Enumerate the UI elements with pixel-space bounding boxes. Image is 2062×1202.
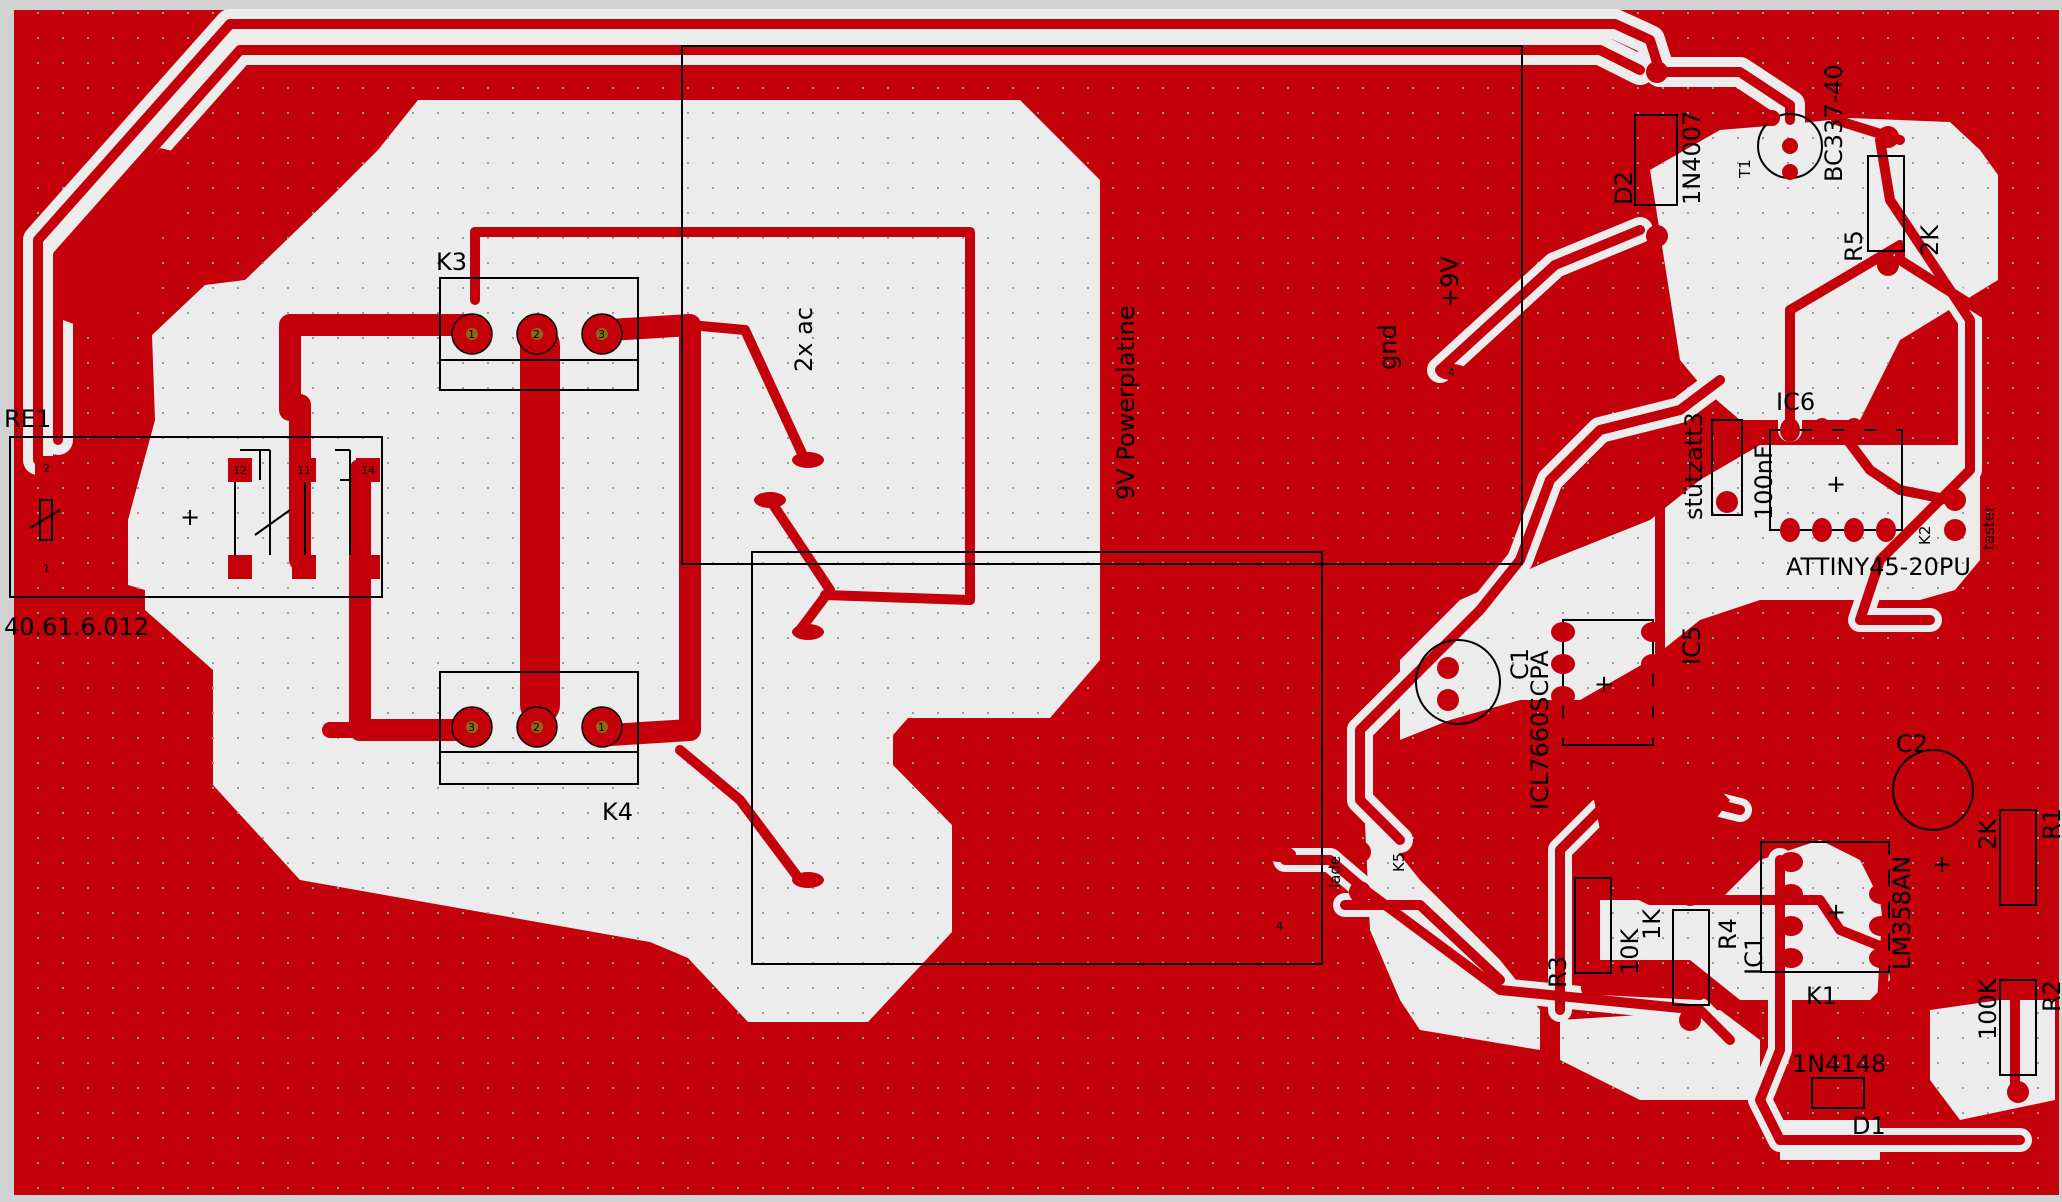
d1-part-label: 1N4148 (1792, 1050, 1886, 1078)
copper-islands (63, 148, 1730, 850)
k4-terminals (451, 706, 623, 748)
d2-part-label: 1N4007 (1678, 111, 1706, 205)
c2-outline (1892, 749, 1974, 831)
c100nf-outline (1711, 419, 1743, 516)
r1-outline (1999, 809, 2037, 906)
k4-label: K4 (602, 798, 633, 826)
ic1-plus-sign: + (1826, 898, 1846, 926)
r3-value-label: 10K (1616, 927, 1644, 975)
pin-k4-3: 3 (468, 721, 475, 734)
pin-k4-1: 1 (598, 721, 605, 734)
ic5-plus-sign: + (1594, 670, 1614, 698)
pin-k3-3: 3 (598, 328, 605, 341)
k3-label: K3 (436, 248, 467, 276)
stuetzatt3-label: stützatt3 (1680, 412, 1708, 520)
pin-ac-4: 4 (1276, 920, 1283, 933)
c1-outline (1415, 639, 1501, 725)
pin-k4-2: 2 (533, 721, 540, 734)
pin-re1-14: 14 (361, 464, 375, 477)
powerplatine-label: 9V Powerplatine (1112, 305, 1140, 500)
labels: RE1 40.61.6.012 + K3 K4 2x ac 9V Powerpl… (4, 64, 2062, 1140)
r2-outline (1999, 979, 2037, 1076)
pin-re1-11: 11 (297, 464, 311, 477)
ic6-label: IC6 (1776, 388, 1815, 416)
pin-power-4: 4 (1448, 366, 1455, 379)
terminal-k3-outline (439, 277, 639, 391)
terminal-k4-outline (439, 671, 639, 785)
ic-pads (1349, 61, 2029, 1103)
powerplatine-outline (681, 45, 1523, 565)
relay-pads (35, 456, 380, 580)
relay-re1-outline (9, 436, 383, 598)
r4-outline (1672, 909, 1710, 1006)
ac-label: 2x ac (790, 307, 818, 372)
r2-label: R2 (2038, 980, 2062, 1012)
r2-value-label: 100K (1974, 977, 2002, 1040)
pin-re1-12: 12 (233, 464, 247, 477)
r1-value-label: 2K (1974, 818, 2002, 850)
c2-plus-sign: + (1932, 850, 1952, 878)
r5-outline (1867, 155, 1905, 252)
c100nf-label: 100nF (1750, 445, 1778, 520)
ic1-label: IC1 (1740, 936, 1768, 975)
c1-label: C1 (1506, 648, 1534, 680)
ac-pads (754, 364, 1468, 888)
relay-plus-sign: + (180, 503, 200, 531)
pin-re1-2: 2 (43, 462, 50, 475)
pads (35, 61, 2029, 1103)
ac-module-outline (751, 551, 1323, 965)
d1-outline (1811, 1077, 1865, 1109)
d2-label: D2 (1610, 171, 1638, 205)
taster-label: taster (1980, 505, 1998, 550)
r3-label: R3 (1544, 956, 1572, 988)
attiny-label: ATTINY45-20PU (1786, 553, 1971, 581)
k2-label: K2 (1916, 526, 1934, 545)
ic6-outline (1769, 429, 1903, 531)
pin-k3-2: 2 (533, 328, 540, 341)
ic1-outline (1760, 841, 1890, 973)
r1-label: R1 (2038, 808, 2062, 840)
grid-overlay (14, 10, 2059, 1195)
gnd-label: gnd (1374, 324, 1402, 370)
k5-label: K5 (1390, 853, 1408, 872)
pin-k3-1: 1 (468, 328, 475, 341)
d2-outline (1634, 114, 1678, 206)
re1-part-label: 40.61.6.012 (4, 613, 149, 641)
k1-label: K1 (1806, 982, 1837, 1010)
k3-terminals (451, 313, 623, 355)
lade-label: lade (1326, 856, 1344, 888)
re1-label: RE1 (4, 405, 51, 433)
traces (33, 19, 2025, 1145)
lm358-label: LM358AN (1888, 856, 1916, 970)
r3-outline (1574, 877, 1612, 974)
t1-label: T1 (1736, 159, 1754, 179)
pin-re1-1: 1 (43, 562, 50, 575)
plus9v-label: +9V (1436, 256, 1464, 308)
ic5-label: IC5 (1678, 626, 1706, 665)
c2-label: C2 (1896, 730, 1928, 758)
icl-label: ICL7660SCPA (1526, 650, 1554, 810)
ic5-outline (1562, 619, 1654, 746)
r4-label: R4 (1714, 918, 1742, 950)
d1-label: D1 (1852, 1112, 1886, 1140)
r5-label: R5 (1840, 230, 1868, 262)
silkscreen (9, 45, 2037, 1109)
r4-value-label: 1K (1638, 908, 1666, 940)
ic6-plus-sign: + (1826, 470, 1846, 498)
r5-value-label: 2K (1916, 224, 1944, 256)
t1-part-label: BC337-40 (1820, 64, 1848, 182)
